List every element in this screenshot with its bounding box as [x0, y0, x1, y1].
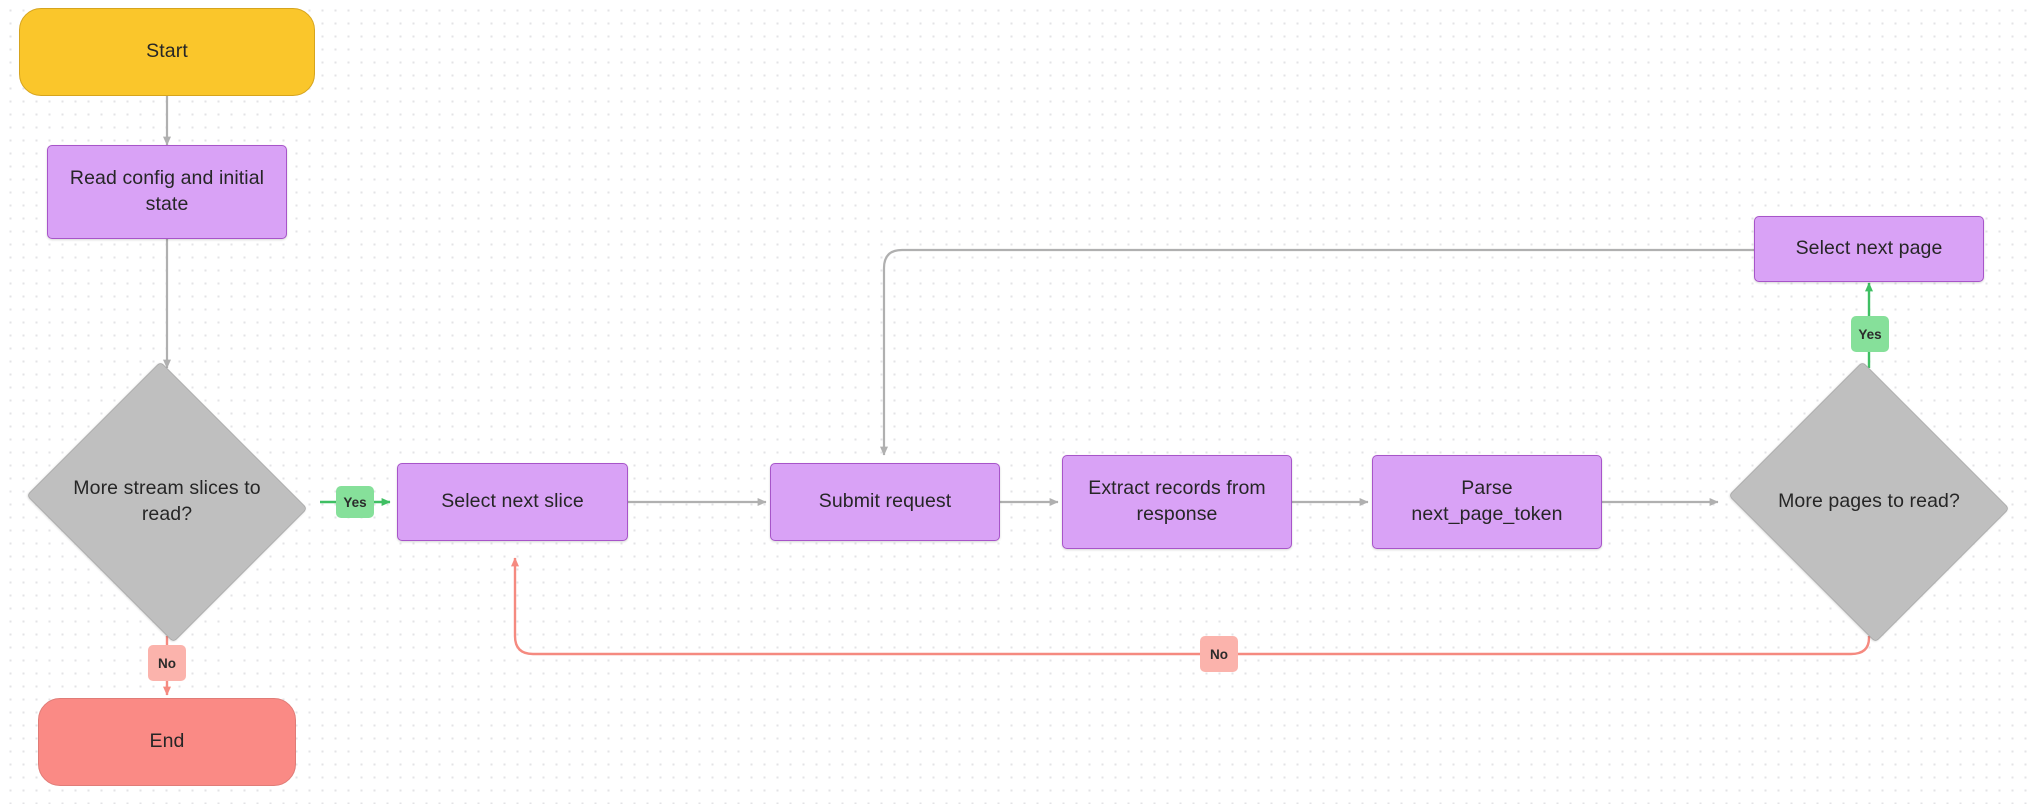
edge-more-pages-no-loop — [511, 557, 1871, 656]
edge-label-more-pages-yes: Yes — [1851, 316, 1889, 352]
node-more-stream-slices[interactable]: More stream slices to read? — [20, 361, 314, 643]
node-read-config-label: Read config and initial state — [69, 167, 265, 215]
node-select-next-slice-label: Select next slice — [441, 490, 584, 513]
node-select-next-slice[interactable]: Select next slice — [397, 463, 628, 541]
edge-select-page-to-submit-loop — [880, 248, 1754, 456]
edge-label-text: No — [158, 655, 176, 671]
node-select-next-page-label: Select next page — [1795, 237, 1943, 260]
node-extract-records[interactable]: Extract records from response — [1062, 455, 1292, 549]
node-submit-request[interactable]: Submit request — [770, 463, 1000, 541]
node-start[interactable]: Start — [19, 8, 315, 96]
node-end[interactable]: End — [38, 698, 296, 786]
edge-label-more-slices-yes: Yes — [336, 486, 374, 518]
node-extract-records-label: Extract records from response — [1088, 477, 1266, 525]
node-parse-next-page-token-label: Parse next_page_token — [1411, 477, 1563, 525]
node-more-pages[interactable]: More pages to read? — [1722, 361, 2016, 643]
node-more-pages-label: More pages to read? — [1778, 490, 1960, 513]
node-parse-next-page-token[interactable]: Parse next_page_token — [1372, 455, 1602, 549]
node-end-label: End — [149, 730, 185, 753]
edge-label-text: No — [1210, 646, 1228, 662]
node-select-next-page[interactable]: Select next page — [1754, 216, 1984, 282]
edge-label-more-slices-no: No — [148, 645, 186, 681]
edge-label-text: Yes — [1858, 326, 1882, 342]
node-read-config[interactable]: Read config and initial state — [47, 145, 287, 239]
node-more-stream-slices-label: More stream slices to read? — [73, 477, 261, 525]
node-submit-request-label: Submit request — [818, 490, 952, 513]
edge-label-text: Yes — [343, 494, 367, 510]
edge-label-more-pages-no: No — [1200, 636, 1238, 672]
node-start-label: Start — [146, 40, 188, 63]
